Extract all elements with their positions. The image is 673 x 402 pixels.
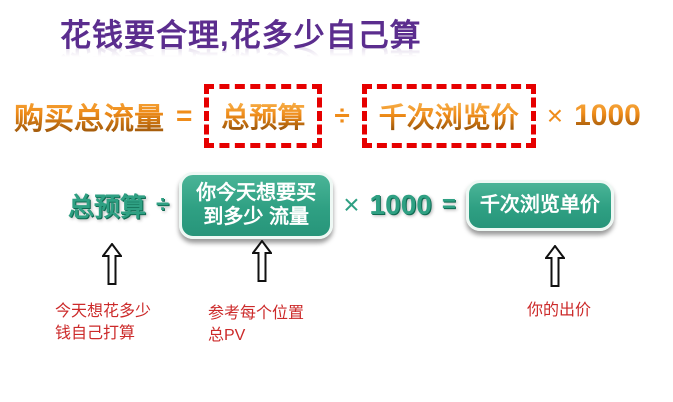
cpm-label: 千次浏览价 [378, 102, 519, 133]
note-line: 总PV [208, 326, 246, 344]
note-budget-decision: 今天想花多少 钱自己打算 [55, 301, 151, 344]
note-line: 今天想花多少 [55, 303, 152, 320]
thousand-constant: 1000 [369, 189, 432, 221]
note-line: 参考每个位置 [208, 305, 305, 322]
budget-highlight-box: 总预算 [204, 84, 323, 148]
equals-sign: = [176, 100, 193, 131]
cpm-highlight-box: 千次浏览价 [361, 84, 536, 148]
note-your-bid: 你的出价 [527, 302, 592, 319]
divide-sign: ÷ [156, 191, 170, 219]
desired-traffic-line2: 到多少 流量 [203, 206, 309, 229]
thousand-constant: 1000 [574, 99, 641, 132]
up-arrow-icon [252, 240, 272, 282]
cpm-result-button: 千次浏览单价 [465, 180, 614, 231]
multiply-sign: × [343, 189, 360, 221]
up-arrow-icon [102, 243, 122, 285]
formula-cpm-calculation: 总预算 ÷ 你今天想要买 到多少 流量 × 1000 = 千次浏览单价 [68, 172, 614, 239]
divide-sign: ÷ [334, 100, 350, 131]
multiply-sign: × [546, 100, 564, 131]
budget-term-label: 总预算 [68, 191, 147, 222]
formula1-lhs-label: 购买总流量 [14, 94, 164, 138]
formula-buy-total-traffic: 购买总流量 = 总预算 ÷ 千次浏览价 × 1000 [14, 84, 641, 148]
note-reference-pv: 参考每个位置 总PV [208, 303, 304, 346]
slide-title: 花钱要合理,花多少自己算 [60, 18, 422, 53]
equals-sign: = [441, 191, 456, 219]
note-line: 钱自己打算 [55, 324, 136, 342]
cpm-result-label: 千次浏览单价 [479, 194, 600, 217]
desired-traffic-line1: 你今天想要买 [196, 182, 317, 204]
budget-label: 总预算 [221, 102, 306, 133]
up-arrow-icon [545, 245, 565, 287]
desired-traffic-button: 你今天想要买 到多少 流量 [179, 172, 334, 239]
